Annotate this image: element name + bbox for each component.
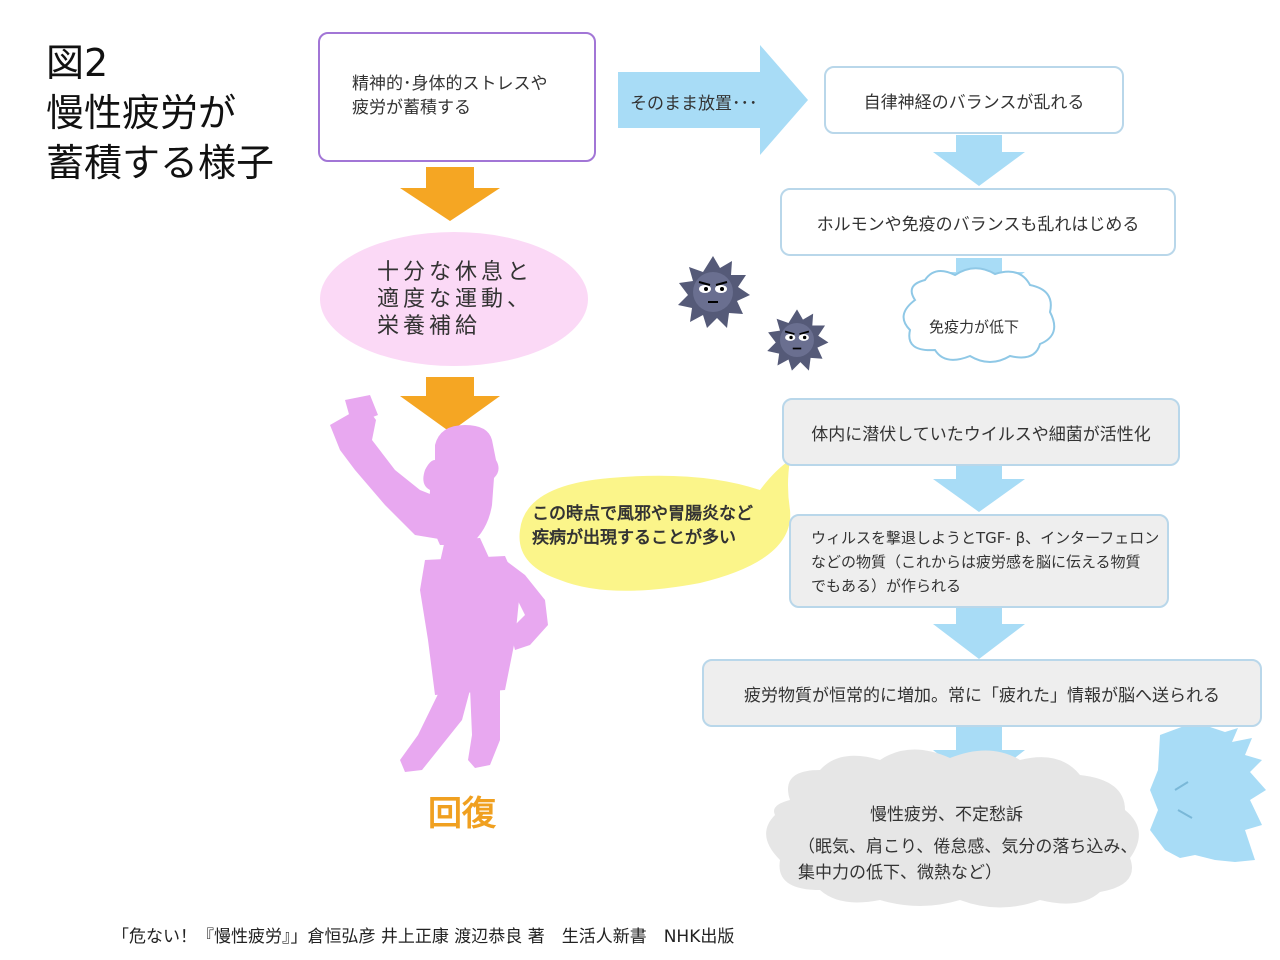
citation: 「危ない！『慢性疲労』」倉恒弘彦 井上正康 渡辺恭良 著 生活人新書 NHK出版	[112, 927, 735, 947]
rest-ellipse	[320, 232, 588, 366]
down-arrow-1	[933, 135, 1025, 186]
immune-cloud	[902, 267, 1056, 363]
speech-text: この時点で風邪や胃腸炎など 疾病が出現することが多い	[532, 502, 753, 550]
step-tgf-line-1: ウィルスを撃退しようとTGF- β、インターフェロン	[811, 529, 1160, 547]
step-tgf-line-2: などの物質（これからは疲労感を脳に伝える物質	[811, 553, 1141, 571]
step-autonomic-text: 自律神経のバランスが乱れる	[863, 92, 1085, 113]
step-fatigue: 疲労物質が恒常的に増加。常に「疲れた」情報が脳へ送られる	[702, 659, 1262, 727]
rest-line-3: 栄養補給	[377, 314, 482, 339]
virus-icon	[767, 309, 829, 371]
orange-arrow-1	[400, 167, 500, 221]
rest-text: 十分な休息と 適度な運動、 栄養補給	[377, 259, 533, 340]
final-detail: （眠気、肩こり、倦怠感、気分の落ち込み、 集中力の低下、微熱など）	[798, 834, 1137, 886]
stress-line-2: 疲労が蓄積する	[352, 98, 471, 118]
step-fatigue-text: 疲労物質が恒常的に増加。常に「疲れた」情報が脳へ送られる	[744, 685, 1220, 706]
speech-bubble	[519, 460, 791, 591]
neglect-arrow	[618, 45, 808, 155]
rest-line-2: 適度な運動、	[377, 287, 534, 312]
title-line-2: 慢性疲労が	[46, 91, 237, 135]
recovered-person-icon	[330, 395, 548, 772]
figure-title: 図2 慢性疲労が 蓄積する様子	[46, 38, 274, 188]
rest-line-1: 十分な休息と	[377, 260, 534, 285]
neglect-label: そのまま放置･･･	[630, 94, 758, 114]
down-arrow-4	[933, 608, 1025, 659]
tired-person-icon	[1150, 722, 1266, 862]
step-tgf: ウィルスを撃退しようとTGF- β、インターフェロン などの物質（これからは疲労…	[789, 514, 1169, 608]
step-autonomic: 自律神経のバランスが乱れる	[824, 66, 1124, 134]
step-hormone: ホルモンや免疫のバランスも乱れはじめる	[780, 188, 1176, 256]
down-arrow-3	[933, 466, 1025, 512]
virus-icon	[678, 256, 750, 328]
step-tgf-line-3: でもある）が作られる	[811, 577, 962, 595]
title-line-3: 蓄積する様子	[46, 141, 275, 185]
stress-box: 精神的･身体的ストレスや 疲労が蓄積する	[318, 32, 596, 162]
stress-line-1: 精神的･身体的ストレスや	[352, 74, 548, 94]
final-line-2: （眠気、肩こり、倦怠感、気分の落ち込み、	[798, 837, 1138, 857]
speech-line-1: この時点で風邪や胃腸炎など	[532, 504, 753, 524]
immune-text: 免疫力が低下	[929, 318, 1020, 336]
final-title: 慢性疲労、不定愁訴	[870, 805, 1023, 825]
step-virus: 体内に潜伏していたウイルスや細菌が活性化	[782, 398, 1180, 466]
step-hormone-text: ホルモンや免疫のバランスも乱れはじめる	[816, 214, 1140, 235]
speech-line-2: 疾病が出現することが多い	[532, 528, 736, 548]
final-line-3: 集中力の低下、微熱など）	[798, 863, 1002, 883]
recovery-label: 回復	[428, 794, 496, 834]
orange-arrow-2	[400, 377, 500, 432]
final-cloud	[766, 749, 1139, 908]
title-line-1: 図2	[46, 41, 109, 85]
step-virus-text: 体内に潜伏していたウイルスや細菌が活性化	[811, 424, 1151, 445]
